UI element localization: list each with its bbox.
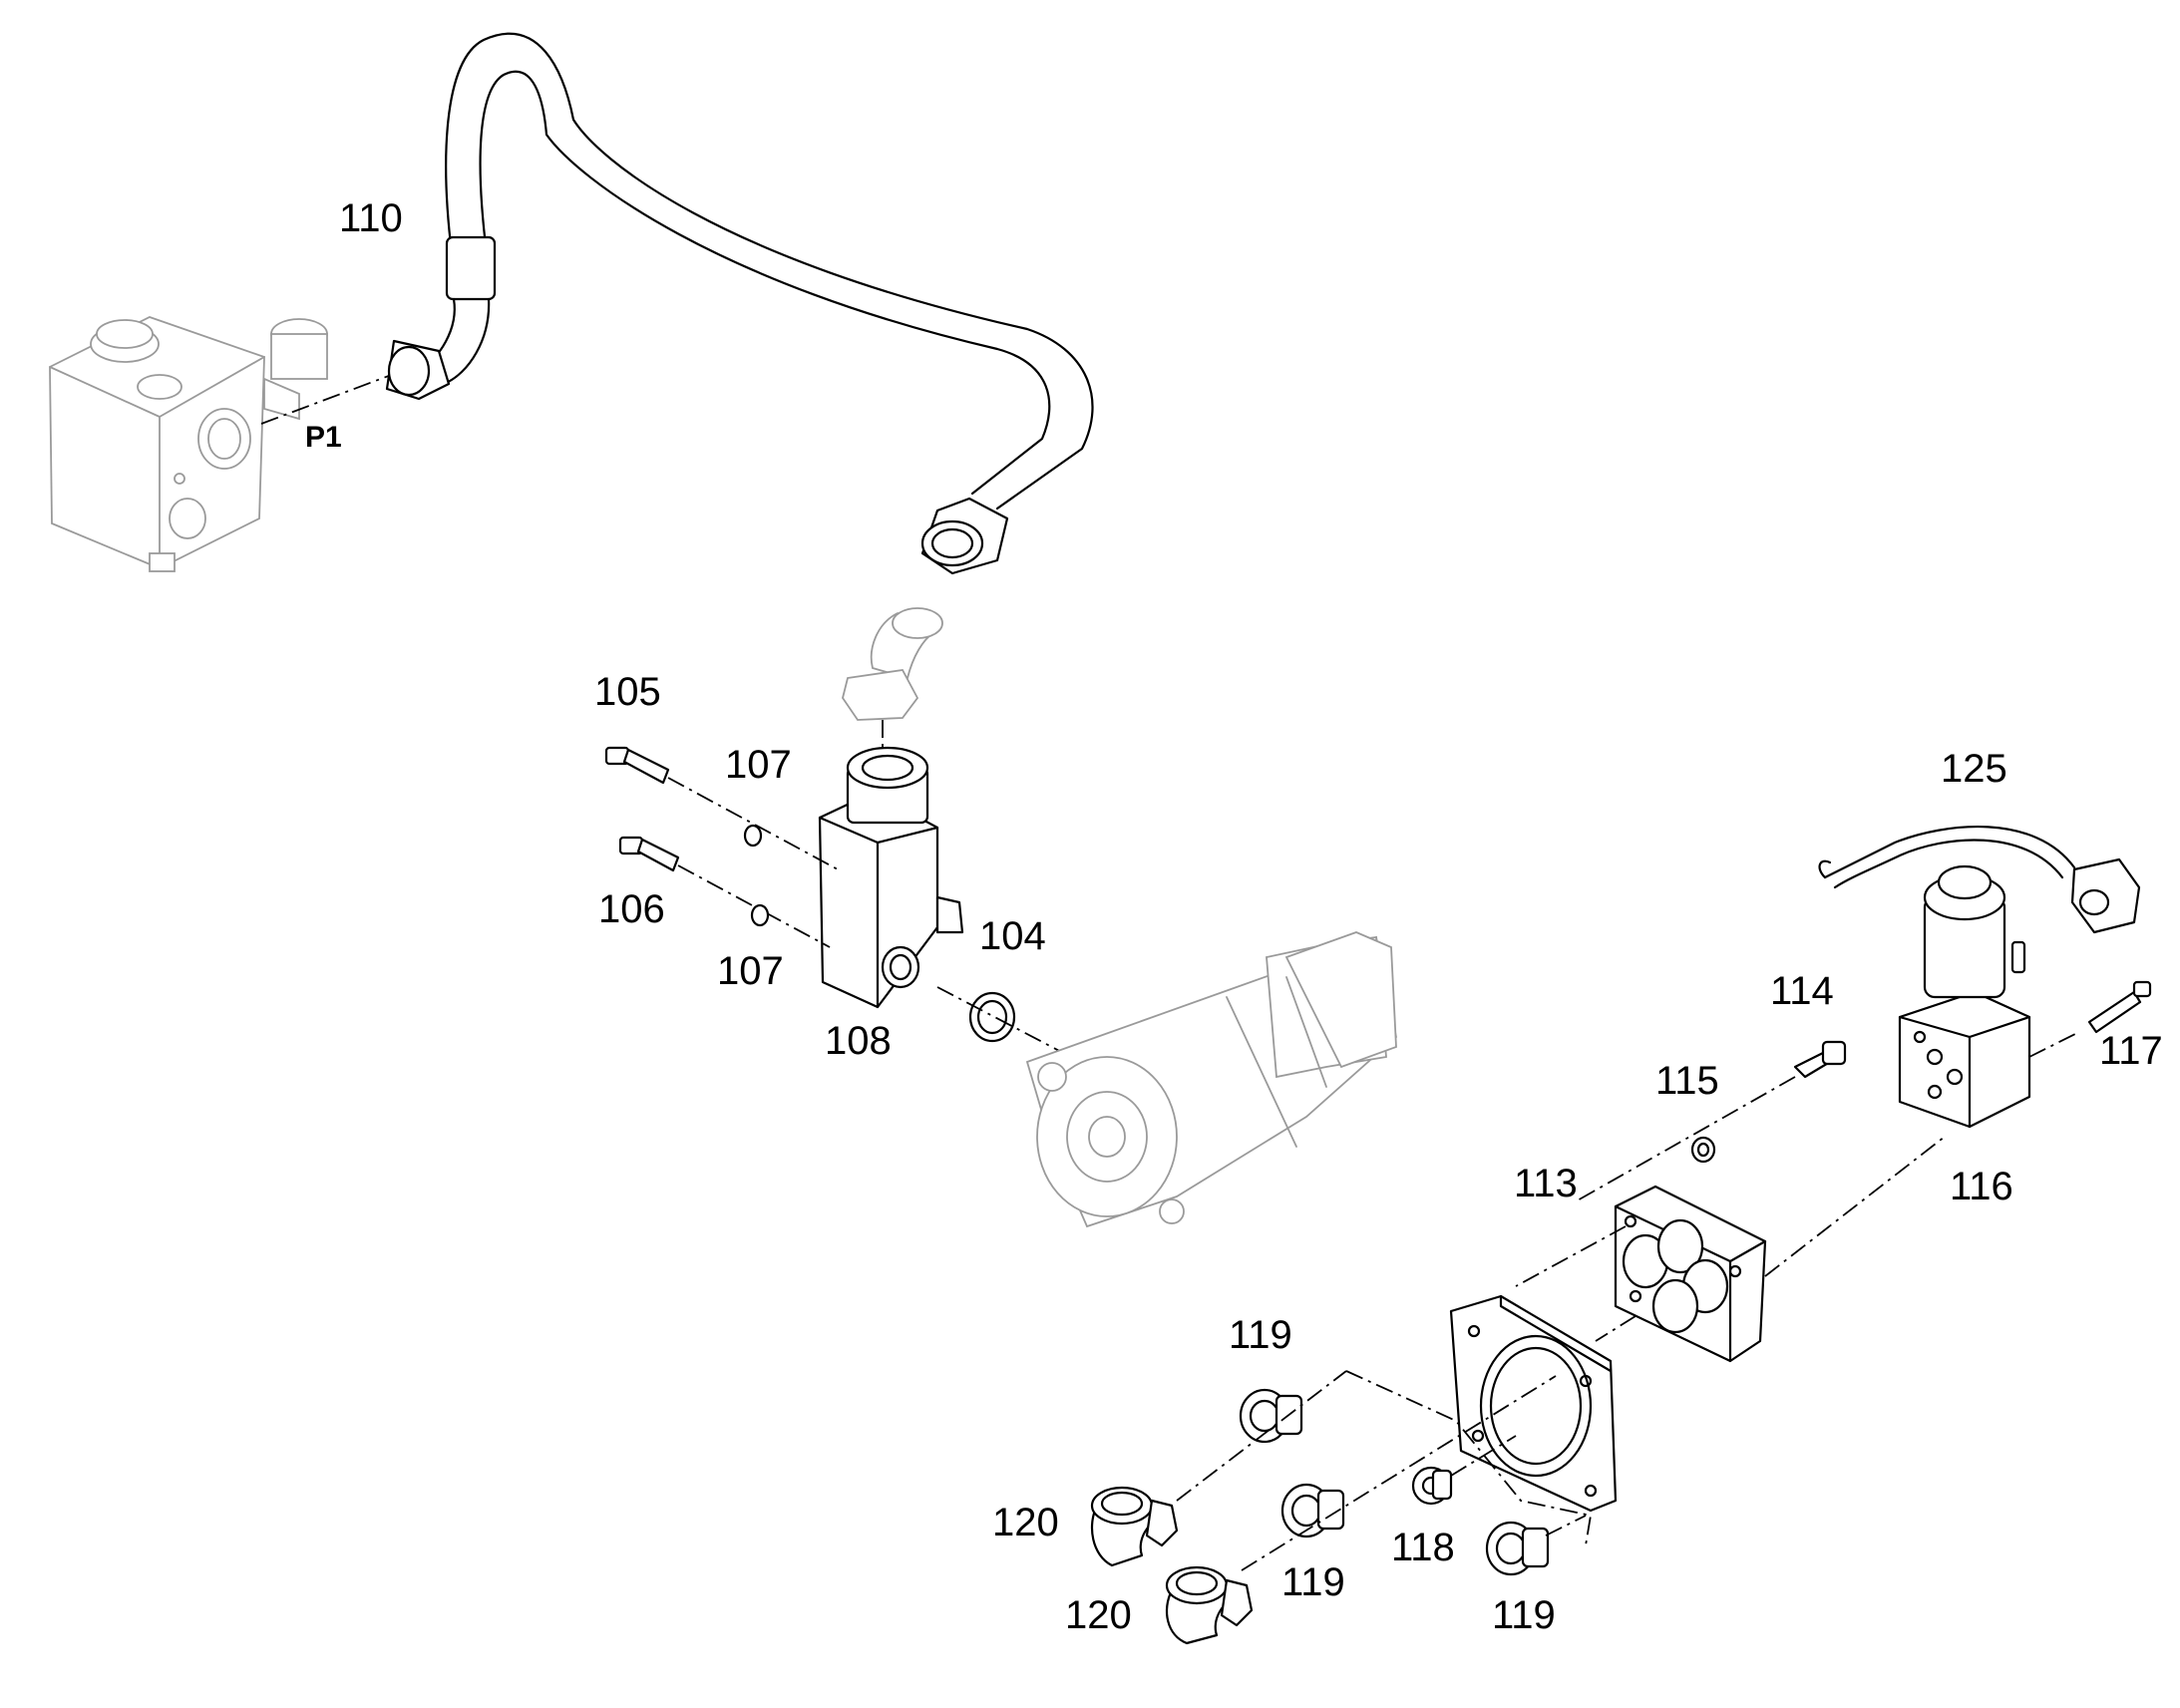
callout-120-upper: 120 <box>992 1501 1059 1544</box>
leader-119-upper <box>1176 1370 1347 1502</box>
fitting-119-middle <box>1280 1483 1345 1538</box>
washer-107-upper <box>743 824 763 848</box>
valve-108 <box>818 746 964 1009</box>
callout-115: 115 <box>1655 1059 1719 1103</box>
elbow-120-upper <box>1090 1486 1179 1567</box>
callout-108: 108 <box>825 1019 892 1063</box>
callout-107-upper: 107 <box>725 743 792 787</box>
hose-110 <box>385 32 1094 575</box>
callout-114: 114 <box>1770 969 1834 1013</box>
callout-107-lower: 107 <box>717 949 784 993</box>
screw-117 <box>2087 980 2152 1034</box>
callout-118: 118 <box>1391 1526 1455 1569</box>
callout-119-lower: 119 <box>1492 1593 1556 1637</box>
solenoid-valve-116 <box>1898 864 2031 1129</box>
callout-105: 105 <box>594 670 661 714</box>
leader-114 <box>1575 1076 1796 1202</box>
callout-119-middle: 119 <box>1281 1560 1345 1604</box>
leader-104 <box>936 986 1068 1056</box>
port-label-p1: P1 <box>305 421 342 454</box>
adapter-plate-113 <box>1614 1185 1767 1363</box>
leader-105 <box>667 777 839 870</box>
leader-119-lower <box>1545 1515 1587 1537</box>
callout-119-upper: 119 <box>1229 1313 1292 1357</box>
callout-125: 125 <box>1941 747 2007 791</box>
leader-119-path <box>1345 1370 1593 1546</box>
screw-114 <box>1793 1040 1847 1079</box>
callout-120-lower: 120 <box>1065 1593 1132 1637</box>
leader-119-middle <box>1241 1375 1557 1571</box>
leader-116 <box>1764 1136 1946 1277</box>
gasket-flange <box>1449 1294 1618 1513</box>
bolt-106 <box>618 836 680 872</box>
o-ring-104-inner <box>976 999 1008 1035</box>
cable-125 <box>1818 826 2141 934</box>
washer-115 <box>1690 1136 1716 1164</box>
leader-118 <box>1450 1435 1517 1477</box>
leader-117 <box>2028 1031 2080 1058</box>
washer-115-inner <box>1696 1142 1710 1158</box>
o-ring-104 <box>968 991 1016 1043</box>
leader-113a <box>1515 1225 1627 1287</box>
leader-113b <box>1595 1315 1636 1342</box>
callout-106: 106 <box>598 887 665 931</box>
elbow-120-lower <box>1165 1565 1254 1645</box>
callout-113: 113 <box>1514 1162 1578 1205</box>
callout-116: 116 <box>1950 1165 2013 1208</box>
leader-p1 <box>260 373 395 425</box>
washer-107-lower <box>750 903 770 927</box>
callout-117: 117 <box>2099 1029 2163 1073</box>
fitting-119-upper <box>1239 1388 1303 1444</box>
bolt-105 <box>604 746 670 785</box>
plug-118 <box>1411 1466 1453 1506</box>
elbow-fitting <box>842 607 943 721</box>
hydraulic-pump <box>1025 931 1397 1228</box>
callout-110: 110 <box>339 196 403 240</box>
leader-106 <box>677 864 831 948</box>
valve-block <box>49 316 328 572</box>
fitting-119-lower <box>1485 1521 1550 1576</box>
callout-104: 104 <box>979 914 1046 958</box>
